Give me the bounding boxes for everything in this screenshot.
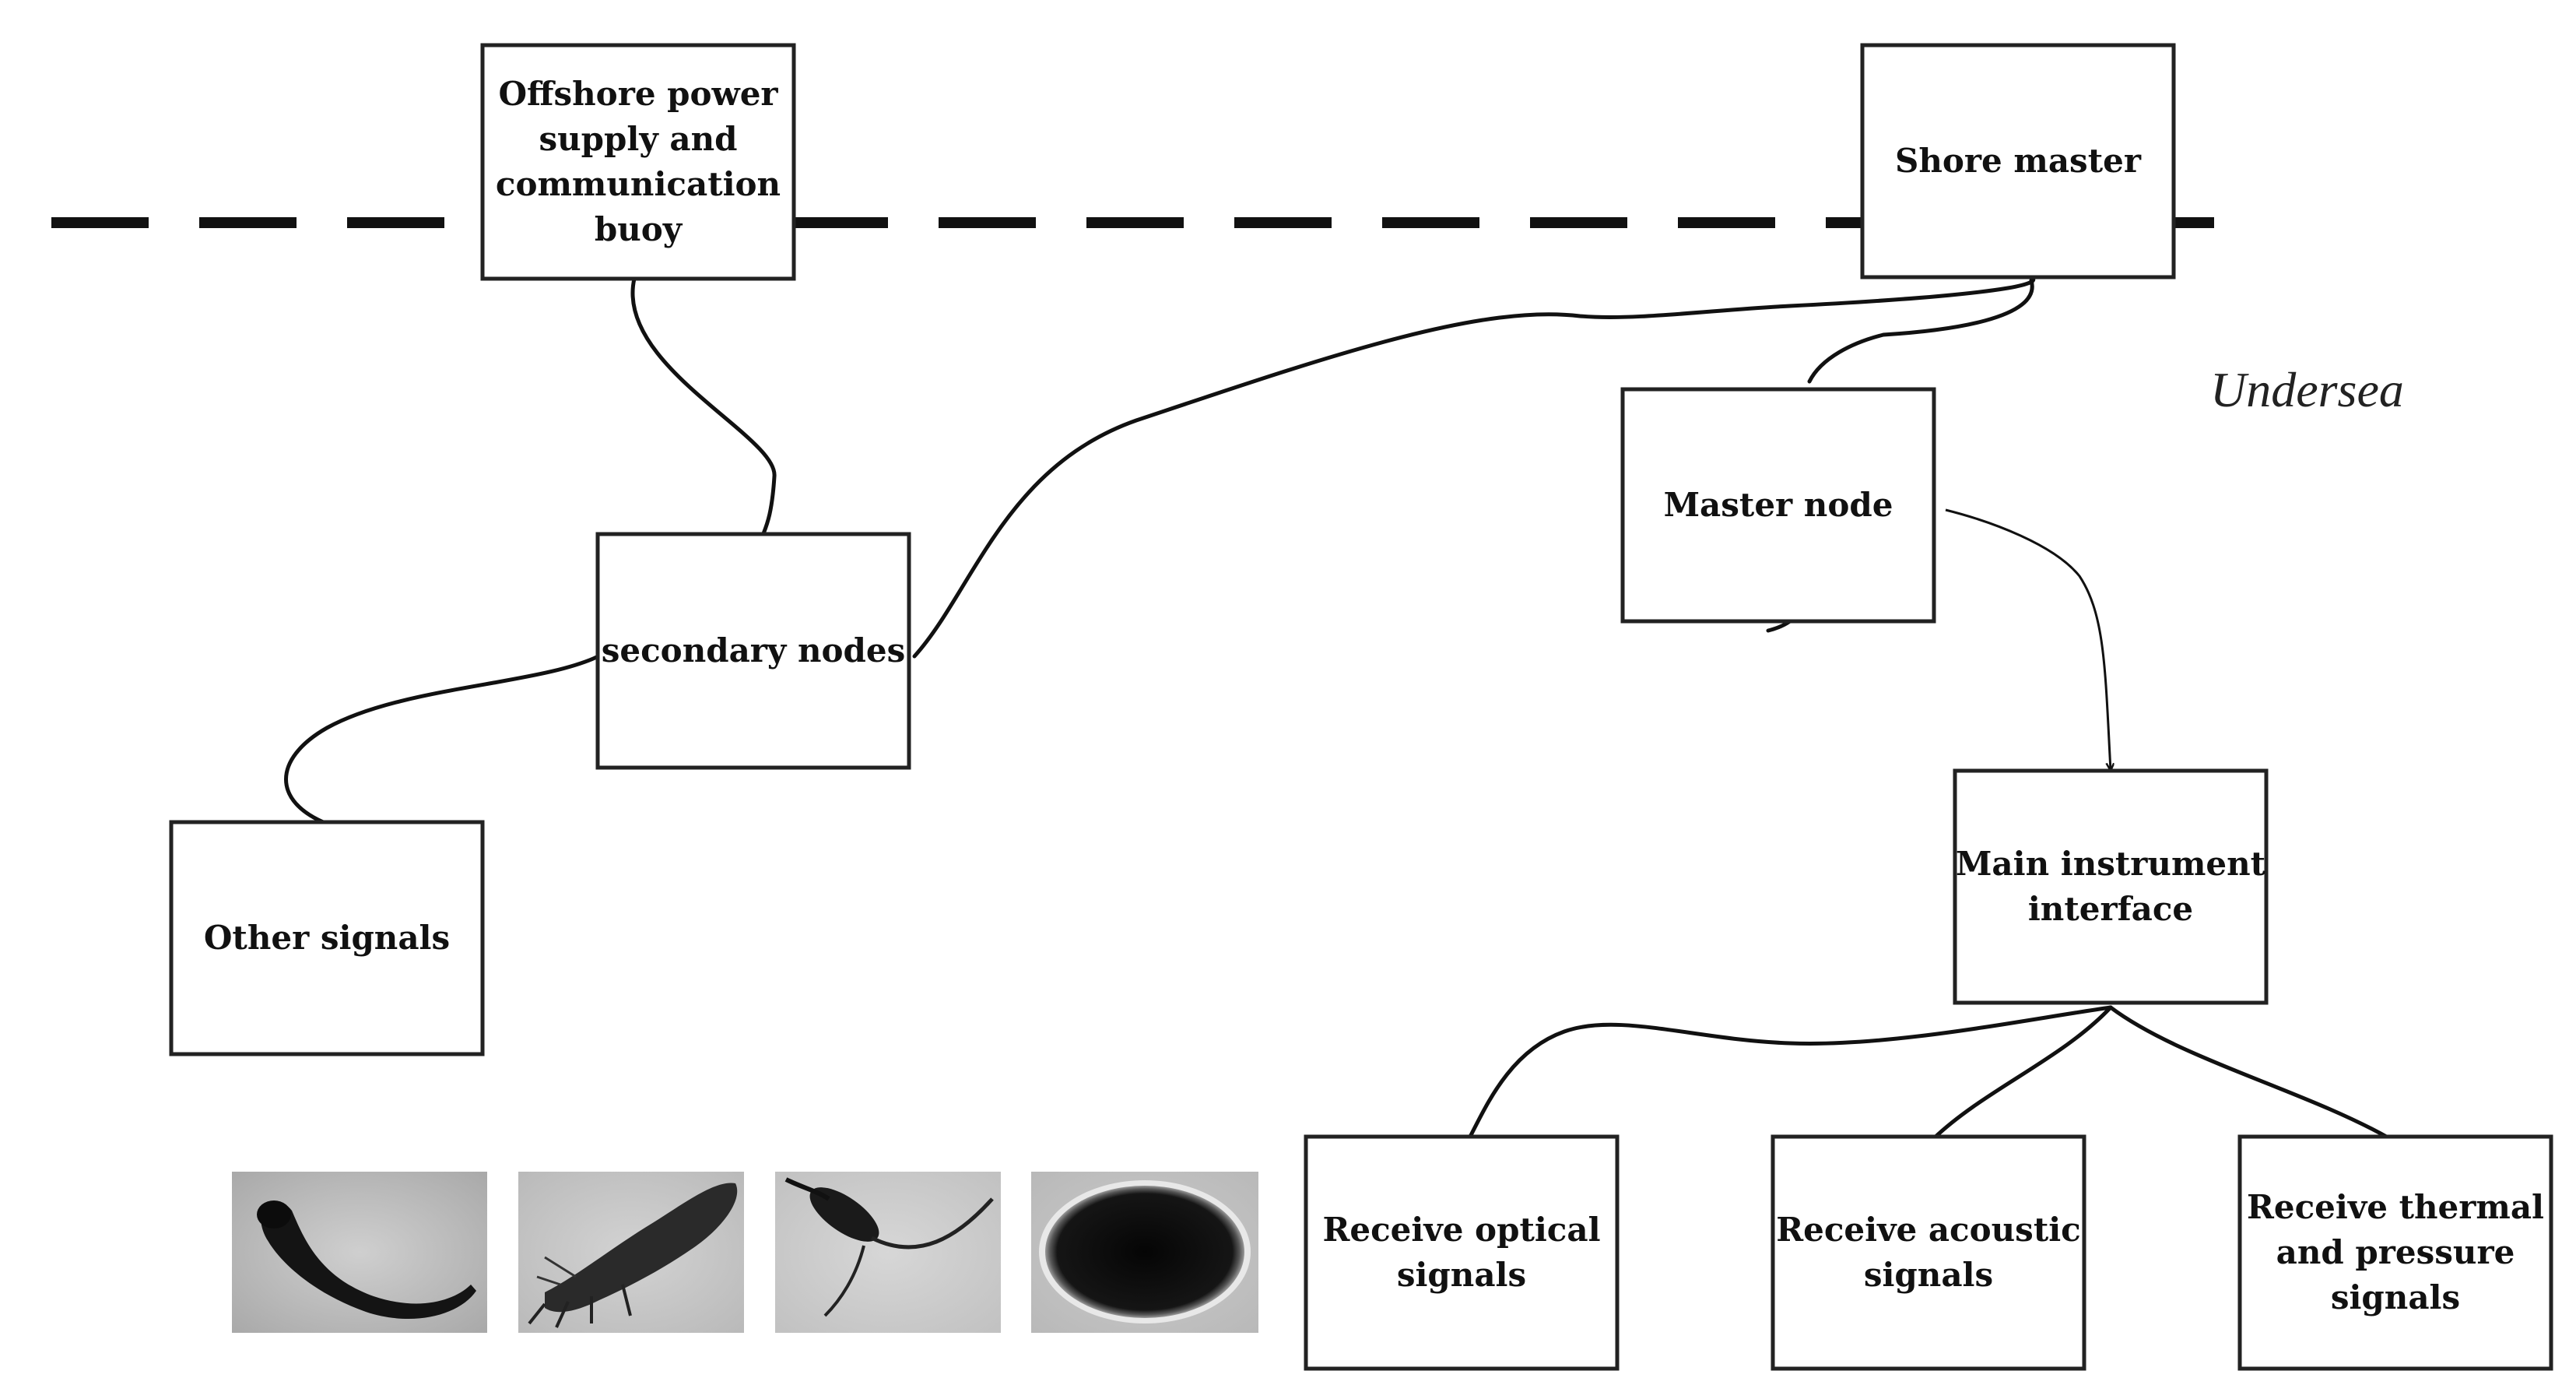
- master-node: Master node: [1620, 387, 1936, 624]
- main-instrument-interface-node-label-line: Main instrument: [1956, 845, 2266, 883]
- other-signals-node: Other signals: [169, 820, 485, 1056]
- buoy-node-label-line: Offshore power: [498, 75, 778, 113]
- buoy-node-label-line: communication: [496, 165, 781, 203]
- buoy-node-box: [480, 43, 796, 281]
- buoy-node-label-line: supply and: [539, 120, 737, 158]
- connector-secondary-shore: [912, 276, 2036, 659]
- receive-optical-node: Receive optical signals: [1304, 1134, 1620, 1371]
- connector-buoy-secondary: [630, 276, 777, 538]
- plankton-shrimp-image: [518, 1172, 744, 1333]
- connector-secondary-other: [284, 652, 605, 826]
- master-node-label-line: Master node: [1664, 486, 1893, 524]
- receive-acoustic-node-box: [1771, 1134, 2086, 1371]
- main-instrument-interface-node-label-line: interface: [2028, 890, 2193, 928]
- receive-thermal-node: Receive thermal and pressure signals: [2237, 1134, 2553, 1371]
- receive-acoustic-node: Receive acoustic signals: [1771, 1134, 2086, 1371]
- main-instrument-interface-node-box: [1953, 768, 2269, 1005]
- plankton-copepod-image: [775, 1172, 1001, 1333]
- undersea-label: Undersea: [2210, 362, 2404, 417]
- plankton-worm-image: [232, 1172, 487, 1333]
- receive-acoustic-node-label-line: Receive acoustic: [1776, 1211, 2081, 1249]
- connector-main-optical: [1467, 1005, 2113, 1141]
- secondary-nodes-node-label-line: secondary nodes: [602, 631, 906, 670]
- secondary-nodes-node-box: [595, 532, 911, 770]
- secondary-nodes-node: secondary nodes: [595, 532, 911, 770]
- buoy-node: Offshore power supply and communication buo…: [480, 43, 796, 281]
- connector-main-acoustic: [1932, 1005, 2113, 1141]
- specimen-images: [232, 1172, 1258, 1333]
- shore-master-node-box: [1860, 43, 2176, 279]
- nodes: Offshore power supply and communication buo…: [169, 43, 2553, 1371]
- connector-shore-master-node: [1807, 278, 2034, 384]
- receive-thermal-node-box: [2237, 1134, 2553, 1371]
- connector-master-main-arrow: [1945, 508, 2111, 771]
- connector-main-thermal: [2108, 1005, 2392, 1141]
- receive-thermal-node-label-line: and pressure: [2276, 1233, 2515, 1271]
- plankton-egg-image: [1031, 1172, 1258, 1333]
- master-node-box: [1620, 387, 1936, 624]
- other-signals-node-label-line: Other signals: [204, 919, 450, 957]
- receive-thermal-node-label-line: Receive thermal: [2247, 1188, 2544, 1226]
- receive-optical-node-label-line: signals: [1397, 1256, 1526, 1294]
- receive-acoustic-node-label-line: signals: [1864, 1256, 1993, 1294]
- receive-thermal-node-label-line: signals: [2331, 1278, 2460, 1316]
- other-signals-node-box: [169, 820, 485, 1056]
- shore-master-node: Shore master: [1860, 43, 2176, 279]
- shore-master-node-label-line: Shore master: [1895, 142, 2142, 180]
- receive-optical-node-label-line: Receive optical: [1322, 1211, 1600, 1249]
- main-instrument-interface-node: Main instrument interface: [1953, 768, 2269, 1005]
- buoy-node-label-line: buoy: [595, 210, 683, 248]
- receive-optical-node-box: [1304, 1134, 1620, 1371]
